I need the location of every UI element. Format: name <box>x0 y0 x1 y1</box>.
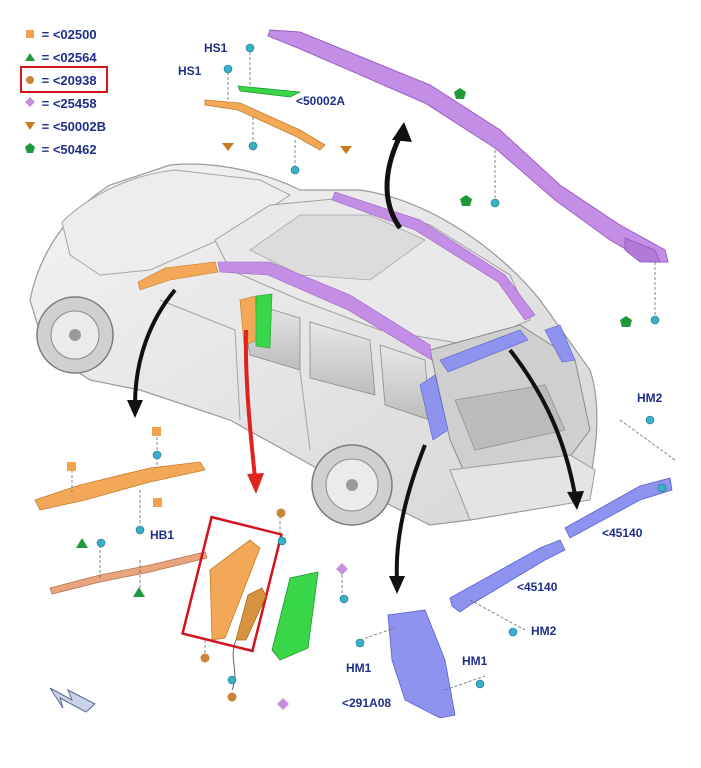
square-icon <box>22 23 38 46</box>
clip-icon <box>355 638 365 648</box>
front-view-arrow-icon <box>49 687 96 713</box>
legend-label: = <50462 <box>41 142 97 158</box>
clip-icon <box>248 141 258 151</box>
b-pillar-seal-part <box>271 571 319 661</box>
square-fastener-icon <box>67 462 76 471</box>
circle-fastener-icon <box>227 692 237 702</box>
clip-icon <box>645 415 655 425</box>
legend-label: = <02564 <box>41 50 97 66</box>
lower-weatherstrip-part <box>49 551 208 595</box>
triangle-down-fastener-icon <box>340 146 352 154</box>
triangle-fastener-icon <box>133 587 145 597</box>
clip-icon <box>508 627 518 637</box>
clip-icon <box>135 525 145 535</box>
d-pillar-highlight <box>419 374 449 441</box>
legend-item-02564: = <02564 <box>22 45 152 68</box>
circle-icon <box>22 69 38 92</box>
legend-item-20938: = <20938 <box>20 66 108 93</box>
clip-icon <box>277 536 287 546</box>
b-pillar-lower-trim-part <box>235 587 267 641</box>
legend: = <02500 = <02564 = <20938 = <25458 = <5… <box>20 22 152 160</box>
triangle-down-fastener-icon <box>222 143 234 151</box>
clip-icon <box>223 64 233 74</box>
legend-label: = <50002B <box>41 119 106 135</box>
callout-hm2-top: HM2 <box>637 391 663 405</box>
square-fastener-icon <box>153 498 162 507</box>
callout-45140-right: <45140 <box>602 526 643 540</box>
callout-hm1-left: HM1 <box>346 661 372 675</box>
callout-291a08: <291A08 <box>342 696 392 710</box>
callout-hm1-right: HM1 <box>462 654 488 668</box>
windshield-upper-seal-part <box>204 52 326 170</box>
diamond-fastener-icon <box>277 698 289 710</box>
clip-icon <box>152 450 162 460</box>
callout-hs1-bottom: HS1 <box>178 64 202 78</box>
pentagon-fastener-icon <box>454 88 466 99</box>
triangle-icon <box>22 46 38 69</box>
clip-icon <box>245 43 255 53</box>
arrow-left-head <box>127 400 143 418</box>
direction-arrows <box>127 122 584 594</box>
legend-item-50462: = <50462 <box>22 137 152 160</box>
triangle-fastener-icon <box>76 538 88 548</box>
diamond-fastener-icon <box>336 563 348 575</box>
callout-50002a: <50002A <box>296 94 346 108</box>
roof-rail-highlight-left <box>217 261 433 361</box>
fastener-symbols <box>67 43 667 710</box>
clip-icon <box>490 198 500 208</box>
pentagon-fastener-icon <box>620 316 632 327</box>
circle-fastener-icon <box>200 653 210 663</box>
liftgate-side-highlight <box>544 324 576 363</box>
clip-icon <box>339 594 349 604</box>
roof-rail-part <box>267 29 669 315</box>
b-pillar-applique-part <box>209 539 261 641</box>
legend-label: = <02500 <box>41 27 97 43</box>
triangle-down-icon <box>22 115 38 138</box>
callout-hb1: HB1 <box>150 528 175 542</box>
legend-item-25458: = <25458 <box>22 91 152 114</box>
square-fastener-icon <box>152 427 161 436</box>
legend-item-02500: = <02500 <box>22 22 152 45</box>
clip-icon <box>227 675 237 685</box>
b-pillar-parts <box>181 515 343 691</box>
legend-item-50002b: = <50002B <box>22 114 152 137</box>
circle-fastener-icon <box>276 508 286 518</box>
arrow-bottom-head <box>389 576 405 594</box>
roof-rail-highlight-right <box>331 191 536 321</box>
b-pillar-seal-highlight <box>255 293 273 349</box>
legend-label: = <20938 <box>41 73 97 89</box>
liftgate-top-highlight <box>439 329 529 373</box>
clip-icon <box>290 165 300 175</box>
diamond-icon <box>22 92 38 115</box>
legend-label: = <25458 <box>41 96 97 112</box>
callout-45140-lower: <45140 <box>517 580 558 594</box>
front-roof-trim-highlight <box>137 261 219 291</box>
callout-hm2-bottom: HM2 <box>531 624 557 638</box>
clip-icon <box>657 483 667 493</box>
highlight-box-b-pillar <box>181 515 283 653</box>
callout-hs1-top: HS1 <box>204 41 228 55</box>
pentagon-fastener-icon <box>460 195 472 206</box>
liftgate-seal-parts <box>359 419 676 719</box>
clip-icon <box>650 315 660 325</box>
d-pillar-trim-part <box>387 609 456 719</box>
arrow-up-head <box>392 122 412 142</box>
pentagon-icon <box>22 138 38 161</box>
a-pillar-trim-part <box>34 432 208 595</box>
vehicle-highlighted-parts <box>137 191 576 441</box>
arrow-right-head <box>567 491 584 510</box>
clip-icon <box>96 538 106 548</box>
arrow-red-head <box>247 473 264 494</box>
clip-icon <box>475 679 485 689</box>
